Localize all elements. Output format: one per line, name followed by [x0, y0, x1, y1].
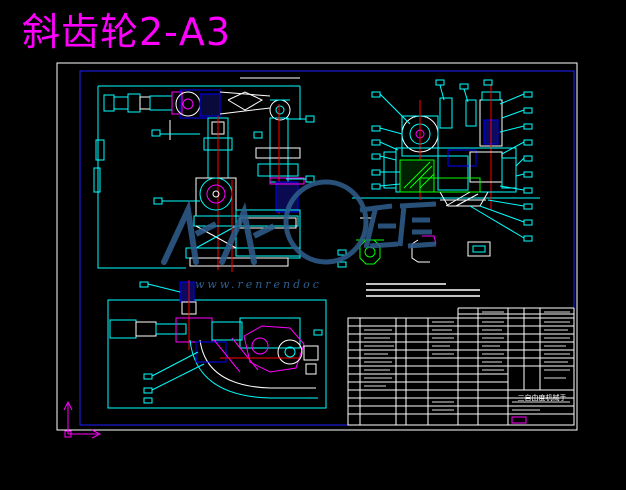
technical-notes — [366, 283, 480, 297]
arm-side-view — [93, 77, 315, 272]
arm-top-view — [107, 280, 327, 409]
title-block-name: 三自由度机械手 — [517, 394, 567, 402]
watermark-url: www.renrendoc — [195, 278, 322, 291]
title-block — [347, 307, 575, 426]
watermark-logo-icon — [161, 179, 437, 265]
sheet-border — [79, 70, 575, 426]
drawing-title: 斜齿轮2-A3 — [22, 10, 232, 54]
detail-parts — [337, 235, 491, 268]
sheet-frame — [56, 62, 578, 431]
ucs-axis-icon — [63, 400, 102, 439]
gear-section-view — [352, 79, 540, 242]
